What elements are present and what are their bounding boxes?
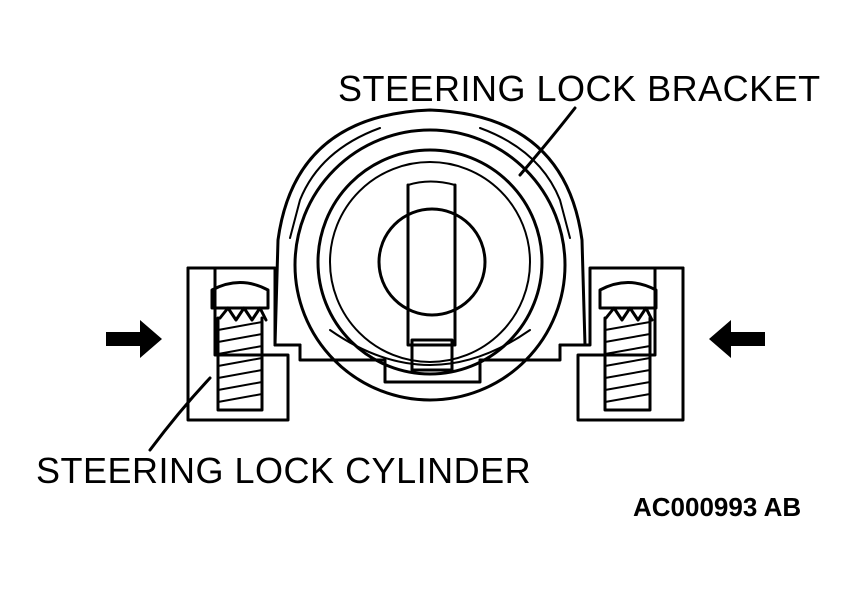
left-bolt-head bbox=[210, 281, 270, 310]
right-bolt-thread bbox=[603, 316, 652, 412]
bracket-base bbox=[298, 343, 562, 384]
bracket-leader-line bbox=[518, 106, 577, 177]
arrow-right-icon bbox=[106, 320, 162, 358]
cylinder-slot-top bbox=[407, 180, 456, 186]
center-bore bbox=[377, 207, 487, 317]
arrow-left-icon bbox=[709, 320, 765, 358]
cylinder-leader-line bbox=[148, 376, 212, 452]
bracket-ring-mid bbox=[316, 148, 544, 376]
right-bolt-head bbox=[598, 281, 658, 310]
cylinder-slot bbox=[406, 183, 457, 347]
right-washer bbox=[604, 306, 654, 322]
bracket-base-curve bbox=[329, 329, 531, 366]
right-thread-lines bbox=[604, 321, 651, 403]
bracket-flange-left bbox=[289, 127, 381, 239]
bracket-ring-outer bbox=[293, 128, 567, 402]
bracket-label: STEERING LOCK BRACKET bbox=[338, 68, 821, 109]
key-tab bbox=[410, 338, 454, 372]
left-bolt-thread bbox=[216, 316, 264, 412]
bracket-outer-arch bbox=[273, 108, 587, 347]
left-block bbox=[186, 266, 290, 422]
left-washer bbox=[218, 306, 268, 322]
cylinder-label: STEERING LOCK CYLINDER bbox=[36, 450, 532, 491]
figure-code: AC000993 AB bbox=[633, 492, 802, 522]
right-block-top bbox=[558, 266, 685, 347]
left-thread-lines bbox=[217, 321, 263, 403]
bracket-ring-inner bbox=[329, 161, 531, 363]
left-block-top bbox=[186, 266, 302, 347]
